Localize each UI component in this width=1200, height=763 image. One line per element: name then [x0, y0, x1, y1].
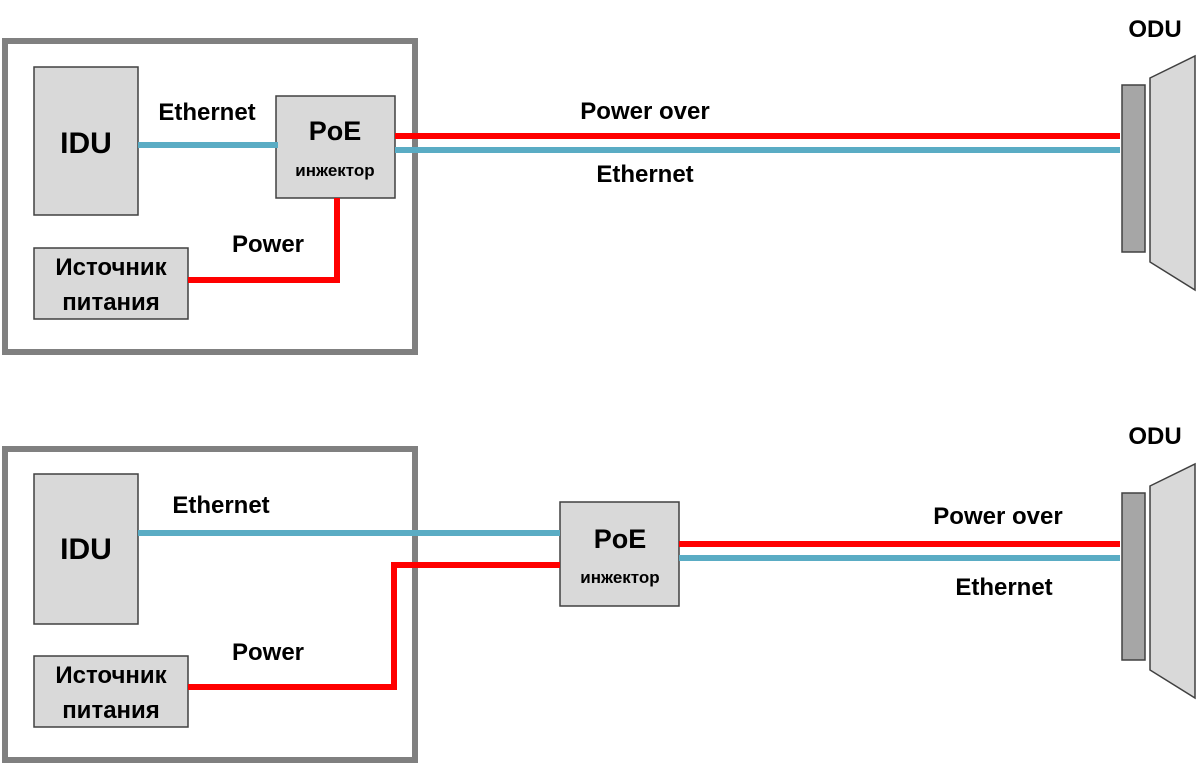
bottom-poe-subtitle: инжектор — [580, 568, 659, 587]
bottom-indoor-frame — [2, 446, 418, 763]
top-psu-line2: питания — [62, 289, 160, 316]
top-link-label-1: Power over — [580, 98, 709, 125]
top-odu-label: ODU — [1128, 16, 1181, 43]
top-psu-box — [33, 247, 189, 320]
bottom-idu-box — [33, 473, 139, 625]
top-ethernet-label: Ethernet — [158, 99, 255, 126]
top-idu-box — [33, 66, 139, 216]
bottom-idu-label: IDU — [60, 533, 112, 566]
bottom-odu-dish — [1149, 462, 1196, 700]
bottom-poe-title: PoE — [594, 524, 647, 554]
bottom-psu-line2: питания — [62, 697, 160, 724]
bottom-psu-line1: Источник — [55, 662, 167, 689]
bottom-psu-box — [33, 655, 189, 728]
top-idu-label: IDU — [60, 127, 112, 160]
bottom-ethernet-label: Ethernet — [172, 492, 269, 519]
top-link-label-2: Ethernet — [596, 161, 693, 188]
top-odu-dish — [1149, 54, 1196, 292]
bottom-diagram: IDU Источник питания PoE инжектор Ethern… — [2, 423, 1196, 763]
top-psu-line1: Источник — [55, 254, 167, 281]
bottom-poe-box — [559, 501, 680, 607]
bottom-link-label-2: Ethernet — [955, 574, 1052, 601]
bottom-power-label: Power — [232, 639, 304, 666]
bottom-odu-label: ODU — [1128, 423, 1181, 450]
top-power-line — [188, 198, 340, 283]
top-odu-plate — [1121, 84, 1146, 253]
top-poe-subtitle: инжектор — [295, 161, 374, 180]
top-diagram: IDU PoE инжектор Источник питания Ethern… — [2, 16, 1196, 355]
top-poe-box — [275, 95, 396, 199]
bottom-power-line — [188, 562, 560, 690]
bottom-odu-plate — [1121, 492, 1146, 661]
top-poe-title: PoE — [309, 116, 362, 146]
bottom-link-label-1: Power over — [933, 503, 1062, 530]
top-power-label: Power — [232, 231, 304, 258]
top-indoor-frame — [2, 38, 418, 355]
